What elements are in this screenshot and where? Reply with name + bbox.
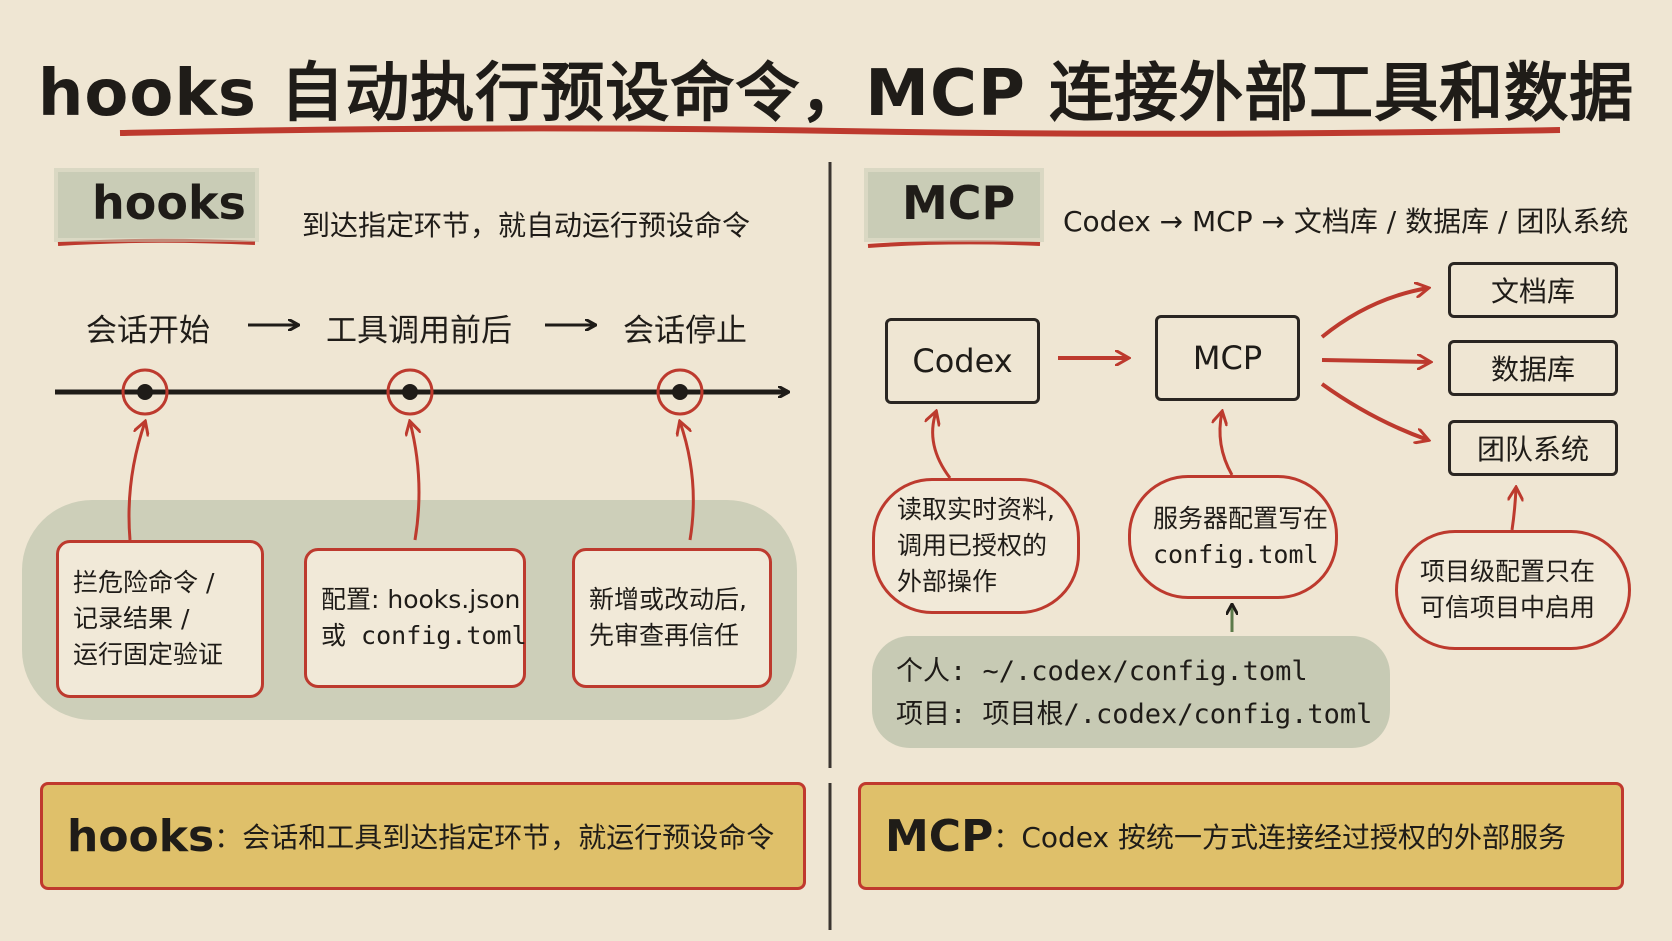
dest-database: 数据库 <box>1448 340 1618 396</box>
title-underline <box>119 125 1561 137</box>
config-personal: 个人: ~/.codex/config.toml <box>896 656 1308 687</box>
hooks-label: hooks <box>92 176 246 230</box>
mcp-label: MCP <box>902 176 1016 230</box>
stage-session-stop: 会话停止 <box>623 313 747 349</box>
mcp-node: MCP <box>1155 315 1300 401</box>
dest-docs: 文档库 <box>1448 262 1618 318</box>
hooks-chip <box>58 172 255 238</box>
dest-team-system: 团队系统 <box>1448 420 1618 476</box>
codex-node: Codex <box>885 318 1040 404</box>
mcp-to-team-arrow <box>1320 382 1428 440</box>
config-paths: 个人: ~/.codex/config.toml 项目: 项目根/.codex/… <box>872 636 1390 748</box>
config-project: 项目: 项目根/.codex/config.toml <box>896 699 1373 731</box>
mcp-summary: MCP ：Codex 按统一方式连接经过授权的外部服务 <box>858 782 1624 890</box>
mcp-to-docs-arrow <box>1320 288 1428 339</box>
hooks-note-review: 新增或改动后, 先审查再信任 <box>572 548 772 688</box>
hooks-note-config: 配置: hooks.json 或 config.toml <box>304 548 527 688</box>
mcp-config-note: 服务器配置写在 config.toml <box>1128 475 1338 599</box>
timeline-marker-3 <box>656 368 704 416</box>
mcp-chip <box>868 172 1040 238</box>
hooks-subtitle: 到达指定环节，就自动运行预设命令 <box>302 209 751 242</box>
hooks-note-uses: 拦危险命令 / 记录结果 / 运行固定验证 <box>56 540 264 698</box>
hooks-summary: hooks ：会话和工具到达指定环节，就运行预设命令 <box>40 782 806 890</box>
timeline-marker-1 <box>121 368 169 416</box>
project-trust-note: 项目级配置只在 可信项目中启用 <box>1395 530 1631 650</box>
stage-tool-call: 工具调用前后 <box>326 313 512 349</box>
timeline-marker-2 <box>386 368 434 416</box>
page-title: hooks 自动执行预设命令，MCP 连接外部工具和数据 <box>37 57 1635 131</box>
stage-session-start: 会话开始 <box>86 313 210 349</box>
mcp-flow-subtitle: Codex → MCP → 文档库 / 数据库 / 团队系统 <box>1063 205 1629 238</box>
mcp-to-db-arrow <box>1321 360 1430 362</box>
codex-note: 读取实时资料, 调用已授权的 外部操作 <box>872 478 1080 614</box>
